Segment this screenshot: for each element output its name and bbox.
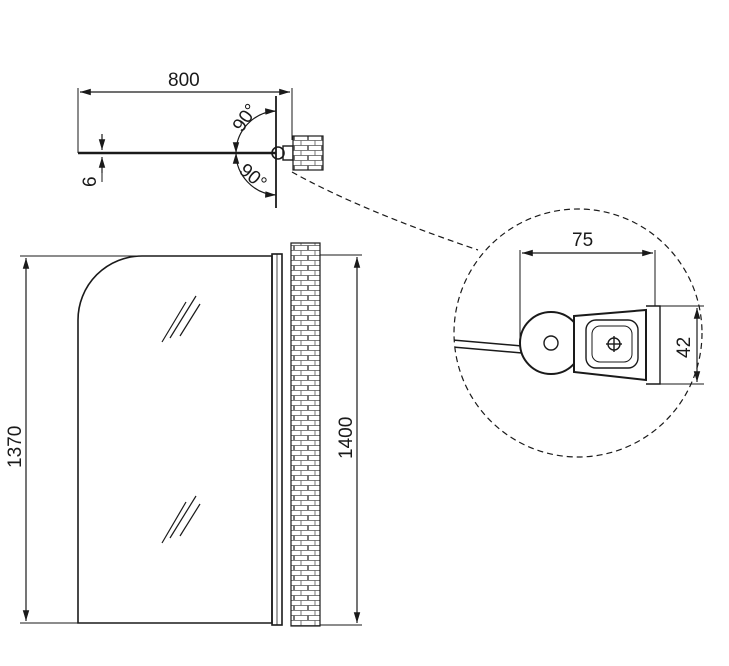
angle-upper-label: 90° [229, 100, 263, 136]
brick-wall [290, 242, 321, 627]
detail-circle [453, 208, 703, 458]
hinge-detail: 75 42 [453, 208, 704, 458]
dim-75-label: 75 [572, 230, 593, 251]
glass-reflection-lower [161, 495, 201, 544]
glass-panel [77, 255, 273, 624]
glass-reflection-upper [161, 295, 201, 343]
dim-6-label: 6 [80, 176, 101, 187]
dim-1400-label: 1400 [336, 417, 357, 459]
dim-800-label: 800 [168, 70, 200, 91]
angle-arc-lower [232, 152, 277, 198]
angle-arc-upper [232, 108, 277, 154]
plan-view: 90° 90° 800 6 [77, 70, 324, 208]
detail-leader [291, 171, 479, 251]
dim-1370-label: 1370 [5, 426, 26, 468]
angle-lower-label: 90° [235, 160, 271, 195]
front-elevation: 1370 1400 [5, 242, 362, 627]
dim-42-label: 42 [674, 337, 695, 358]
detail-hinge-pin [543, 335, 559, 351]
plan-wall [292, 135, 324, 171]
